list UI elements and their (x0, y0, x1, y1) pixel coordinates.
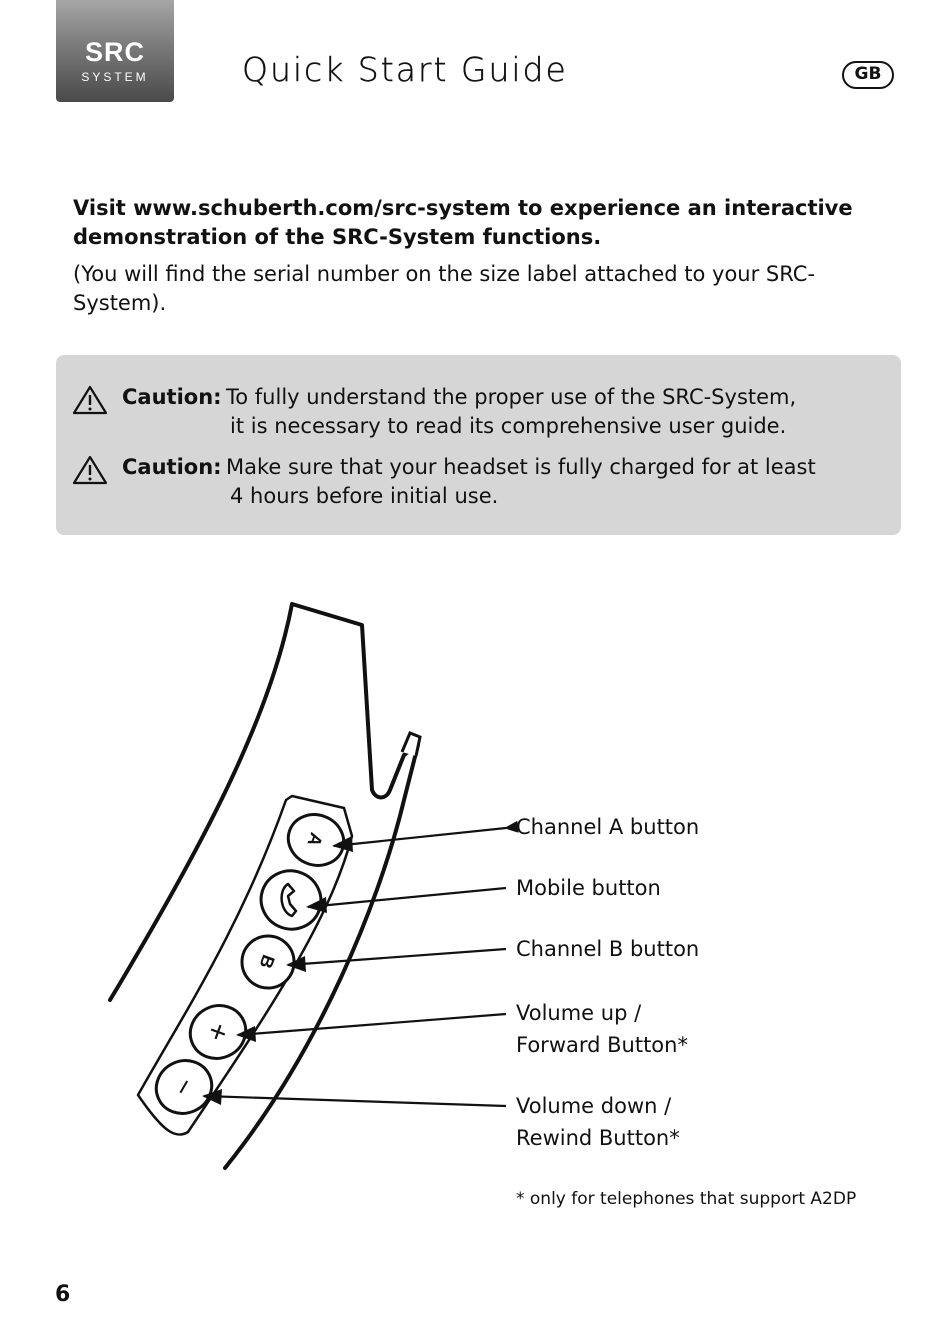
volume-up-callout-line2: Forward Button* (516, 1033, 688, 1057)
channel-a-callout: Channel A button (516, 815, 700, 839)
src-system-logo: SRC SYSTEM (56, 0, 174, 102)
caution-text-line: it is necessary to read its comprehensiv… (230, 414, 787, 438)
channel-a-leader (333, 820, 519, 848)
caution-label: Caution: (122, 385, 222, 409)
arrowhead (306, 897, 327, 913)
volume-down-callout-line1: Volume down / (516, 1094, 672, 1118)
volume-up-callout-line1: Volume up / (516, 1001, 642, 1025)
logo-main-text: SRC (84, 37, 145, 67)
phone-icon (280, 882, 298, 918)
logo-sub-text: SYSTEM (81, 70, 149, 84)
caution-text-line: Make sure that your headset is fully cha… (226, 455, 816, 479)
mobile-button (259, 869, 323, 931)
headset-body-outline (108, 602, 420, 1170)
arrowhead (286, 956, 306, 972)
caution-label: Caution: (122, 455, 222, 479)
caution-box: Caution: To fully understand the proper … (56, 355, 901, 535)
headset-diagram: A B + − (108, 602, 519, 1170)
caution-text-line: To fully understand the proper use of th… (226, 385, 797, 409)
caution-text-line: 4 hours before initial use. (230, 484, 499, 508)
warning-triangle-icon (72, 455, 108, 485)
serial-number-note: (You will find the serial number on the … (73, 262, 816, 315)
volume-down-callout-line2: Rewind Button* (516, 1126, 680, 1150)
arrowhead (332, 836, 353, 852)
channel-b-glyph: B (255, 952, 278, 971)
volume-up-button: + (188, 1004, 248, 1060)
page-title: Quick Start Guide (242, 50, 568, 89)
language-badge: GB (842, 61, 894, 89)
warning-triangle-icon (72, 385, 108, 415)
a2dp-footnote: * only for telephones that support A2DP (516, 1189, 857, 1209)
intro-visit-text: Visit www.schuberth.com/src-system to ex… (73, 196, 853, 249)
channel-a-glyph: A (303, 830, 326, 849)
mobile-callout: Mobile button (516, 876, 661, 900)
arrowhead (236, 1026, 256, 1042)
channel-b-button: B (240, 934, 296, 990)
channel-b-leader (287, 947, 507, 967)
channel-a-button: A (286, 813, 346, 867)
antenna (400, 731, 422, 757)
mobile-leader (307, 886, 507, 909)
page-number: 6 (55, 1282, 71, 1307)
arrowhead (202, 1089, 222, 1105)
volume-down-leader (203, 1094, 507, 1108)
channel-b-callout: Channel B button (516, 937, 700, 961)
volume-up-leader (237, 1012, 507, 1037)
volume-down-button: − (154, 1059, 214, 1115)
